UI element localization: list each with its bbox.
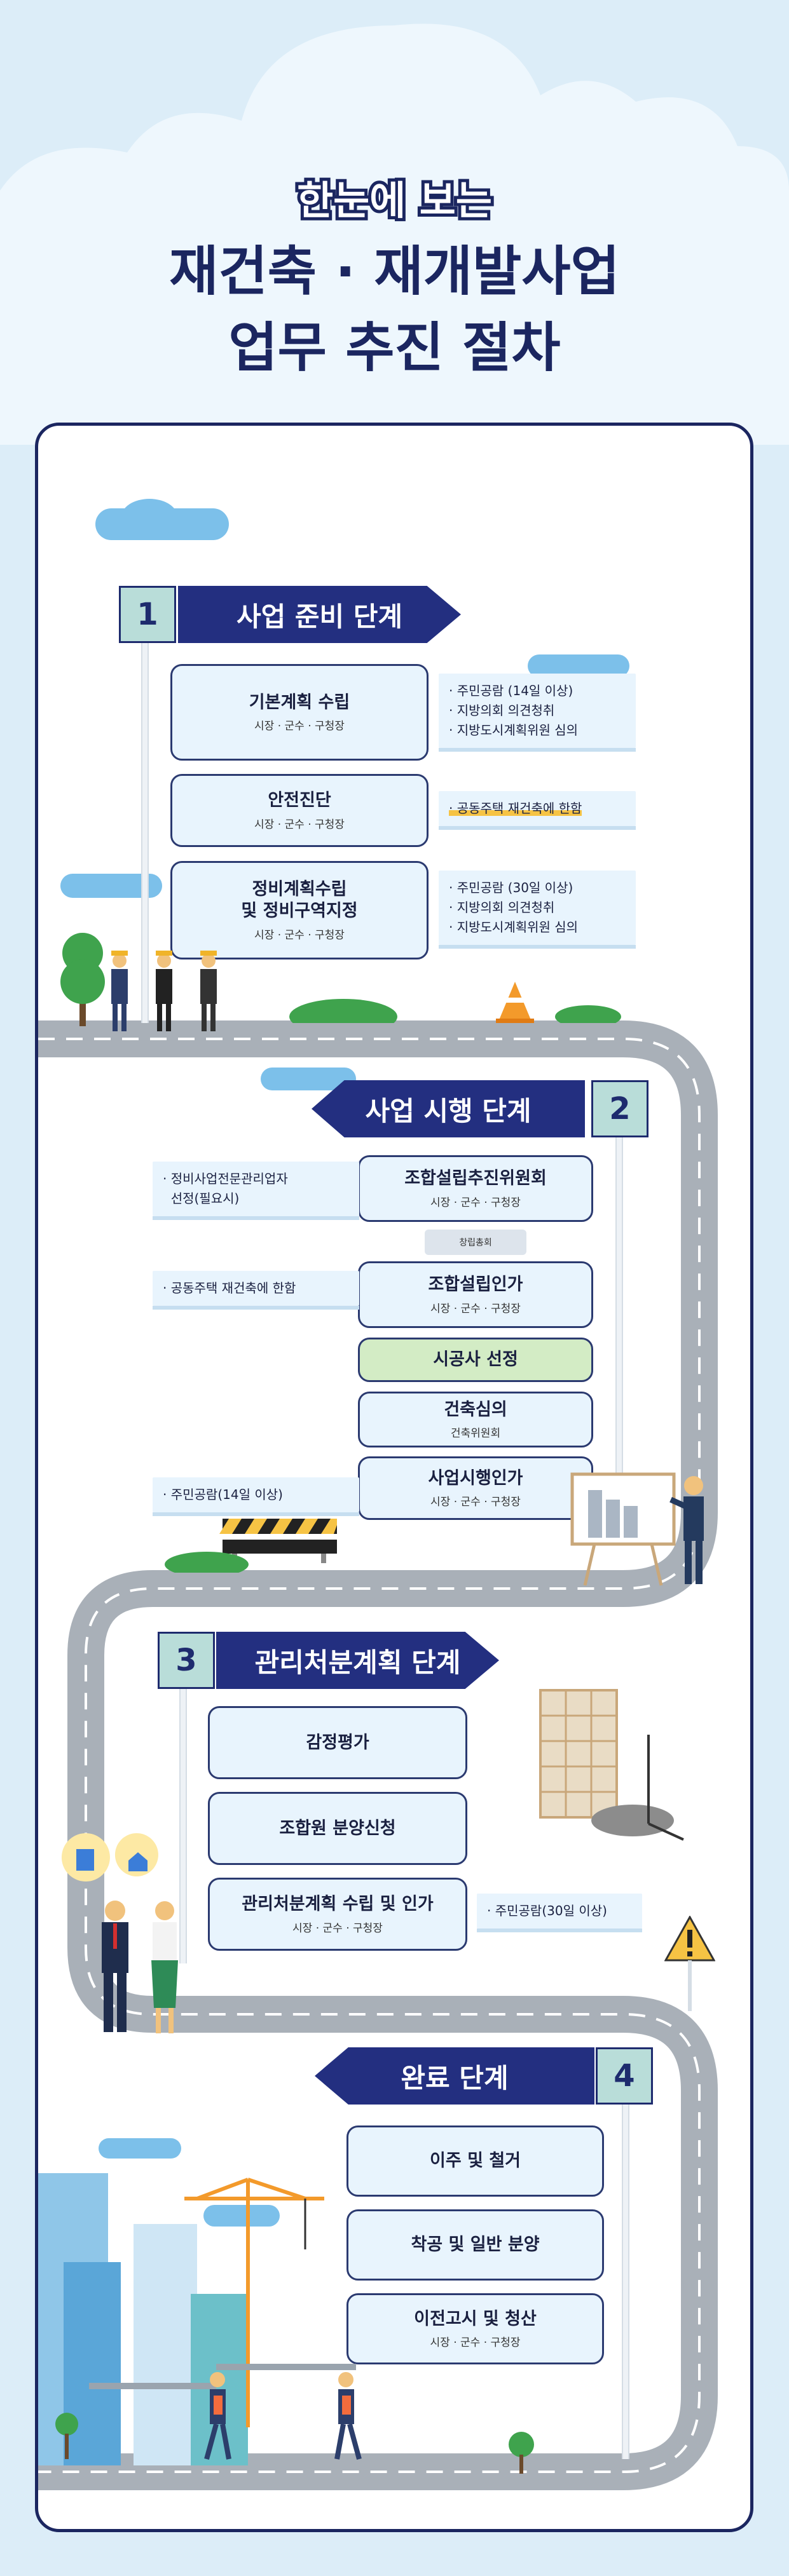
step-title: 조합원 분양신청 bbox=[279, 1818, 396, 1838]
building-construction-illustration bbox=[539, 1689, 684, 1841]
cloud-decoration bbox=[203, 2205, 280, 2227]
stage4-number: 4 bbox=[596, 2047, 653, 2105]
sign-pole bbox=[615, 1137, 623, 1474]
step-title: 이전고시 및 청산 bbox=[414, 2308, 537, 2329]
step-title: 건축심의 bbox=[444, 1399, 507, 1420]
step-management-plan: 관리처분계획 수립 및 인가 시장 · 군수 · 구청장 bbox=[208, 1878, 467, 1951]
step-title: 착공 및 일반 분양 bbox=[411, 2235, 540, 2255]
header-subtitle: 한눈에 보는 bbox=[294, 174, 495, 227]
step-sub: 시장 · 군수 · 구청장 bbox=[292, 1922, 383, 1935]
note-line: · 주민공람(30일 이상) bbox=[487, 1903, 607, 1918]
step-title: 및 정비구역지정 bbox=[241, 901, 358, 921]
stage2-number: 2 bbox=[591, 1080, 648, 1137]
step-sub: 시장 · 군수 · 구청장 bbox=[254, 818, 345, 831]
stage2-banner: 사업 시행 단계 bbox=[312, 1080, 585, 1137]
presenter-illustration bbox=[570, 1472, 704, 1586]
cloud-decoration bbox=[99, 2138, 181, 2159]
note-line: · 공동주택 재건축에 한함 bbox=[163, 1280, 296, 1296]
header-title-line2: 업무 추진 절차 bbox=[228, 316, 561, 379]
note-line: · 정비사업전문관리업자 bbox=[163, 1171, 288, 1186]
step-sub: 시장 · 군수 · 구청장 bbox=[430, 1302, 521, 1315]
step-member-application: 조합원 분양신청 bbox=[208, 1792, 467, 1865]
step-sub: 시장 · 군수 · 구청장 bbox=[254, 928, 345, 942]
people-illustration bbox=[102, 1901, 178, 2033]
step-sub: 시장 · 군수 · 구청장 bbox=[254, 720, 345, 733]
bush-decoration bbox=[165, 1552, 249, 1573]
top-cloud-background bbox=[0, 24, 789, 445]
city-construction-illustration bbox=[38, 2173, 362, 2465]
cloud-decoration bbox=[121, 499, 178, 537]
step-title: 시공사 선정 bbox=[433, 1350, 518, 1370]
step-sub: 건축위원회 bbox=[450, 1427, 501, 1441]
note-apartment: · 공동주택 재건축에 한함 bbox=[153, 1271, 359, 1310]
note-renewal: · 주민공람 (30일 이상) · 지방의회 의견청취 · 지방도시계획위원 심… bbox=[439, 871, 636, 949]
bush-decoration bbox=[289, 999, 397, 1023]
stage3-banner: 관리처분계획 단계 bbox=[216, 1632, 499, 1689]
bush-decoration bbox=[555, 1005, 621, 1023]
step-basic-plan: 기본계획 수립 시장 · 군수 · 구청장 bbox=[170, 664, 429, 761]
barrier-decoration bbox=[219, 1519, 337, 1563]
note-line: · 주민공람 (14일 이상) bbox=[449, 683, 573, 698]
location-pin-icons bbox=[61, 1833, 158, 1887]
step-sub: 시장 · 군수 · 구청장 bbox=[430, 1496, 521, 1509]
note-line: · 지방도시계획위원 심의 bbox=[449, 919, 579, 935]
note-line: · 공동주택 재건축에 한함 bbox=[449, 801, 582, 816]
step-title: 관리처분계획 수립 및 인가 bbox=[242, 1894, 434, 1915]
note-line: · 지방의회 의견청취 bbox=[449, 900, 555, 915]
warning-sign-icon bbox=[664, 1916, 715, 2011]
step-title: 이주 및 철거 bbox=[430, 2151, 521, 2171]
tree-decoration bbox=[509, 2432, 534, 2474]
note-pm-company: · 정비사업전문관리업자 선정(필요시) bbox=[153, 1162, 359, 1220]
step-title: 조합설립인가 bbox=[428, 1275, 523, 1295]
sign-pole bbox=[622, 2103, 629, 2459]
note-line: · 주민공람(14일 이상) bbox=[163, 1487, 283, 1502]
sign-pole bbox=[179, 1684, 187, 1963]
stage3-number: 3 bbox=[158, 1632, 215, 1689]
step-transfer-liquidation: 이전고시 및 청산 시장 · 군수 · 구청장 bbox=[346, 2293, 604, 2364]
step-title: 감정평가 bbox=[306, 1732, 369, 1752]
step-association-approval: 조합설립인가 시장 · 군수 · 구청장 bbox=[358, 1261, 593, 1328]
step-contractor-selection: 시공사 선정 bbox=[358, 1338, 593, 1382]
step-project-approval: 사업시행인가 시장 · 군수 · 구청장 bbox=[358, 1456, 593, 1520]
header-title-line1: 재건축 · 재개발사업 bbox=[169, 240, 620, 302]
step-title: 안전진단 bbox=[268, 790, 331, 811]
note-public-viewing-30: · 주민공람(30일 이상) bbox=[477, 1894, 642, 1932]
step-title: 사업시행인가 bbox=[428, 1468, 523, 1488]
note-line: · 주민공람 (30일 이상) bbox=[449, 880, 573, 895]
step-building-review: 건축심의 건축위원회 bbox=[358, 1392, 593, 1447]
note-line: · 지방도시계획위원 심의 bbox=[449, 722, 579, 738]
step-title: 기본계획 수립 bbox=[249, 692, 350, 712]
note-public-viewing-14: · 주민공람(14일 이상) bbox=[153, 1477, 359, 1516]
traffic-cone-icon bbox=[496, 982, 534, 1023]
step-relocation-demolition: 이주 및 철거 bbox=[346, 2125, 604, 2197]
stage1-number: 1 bbox=[119, 586, 176, 643]
note-line: · 지방의회 의견청취 bbox=[449, 703, 555, 718]
stage4-banner: 완료 단계 bbox=[315, 2047, 594, 2105]
note-line: 선정(필요시) bbox=[163, 1191, 240, 1206]
step-renewal-plan: 정비계획수립 및 정비구역지정 시장 · 군수 · 구청장 bbox=[170, 861, 429, 959]
step-title: 조합설립추진위원회 bbox=[404, 1169, 547, 1189]
step-construction-sale: 착공 및 일반 분양 bbox=[346, 2209, 604, 2281]
step-sub: 시장 · 군수 · 구청장 bbox=[430, 2336, 521, 2350]
step-promotion-committee: 조합설립추진위원회 시장 · 군수 · 구청장 bbox=[358, 1155, 593, 1222]
note-safety: · 공동주택 재건축에 한함 bbox=[439, 791, 636, 830]
workers-illustration bbox=[60, 933, 217, 1031]
step-appraisal: 감정평가 bbox=[208, 1706, 467, 1779]
stage1-banner: 사업 준비 단계 bbox=[178, 586, 461, 643]
sign-pole bbox=[141, 642, 149, 1023]
step-safety-diagnosis: 안전진단 시장 · 군수 · 구청장 bbox=[170, 774, 429, 847]
step-title: 정비계획수립 bbox=[252, 879, 347, 900]
founding-meeting-tag: 창립총회 bbox=[425, 1230, 526, 1255]
step-sub: 시장 · 군수 · 구청장 bbox=[430, 1196, 521, 1209]
note-basic-plan: · 주민공람 (14일 이상) · 지방의회 의견청취 · 지방도시계획위원 심… bbox=[439, 674, 636, 752]
